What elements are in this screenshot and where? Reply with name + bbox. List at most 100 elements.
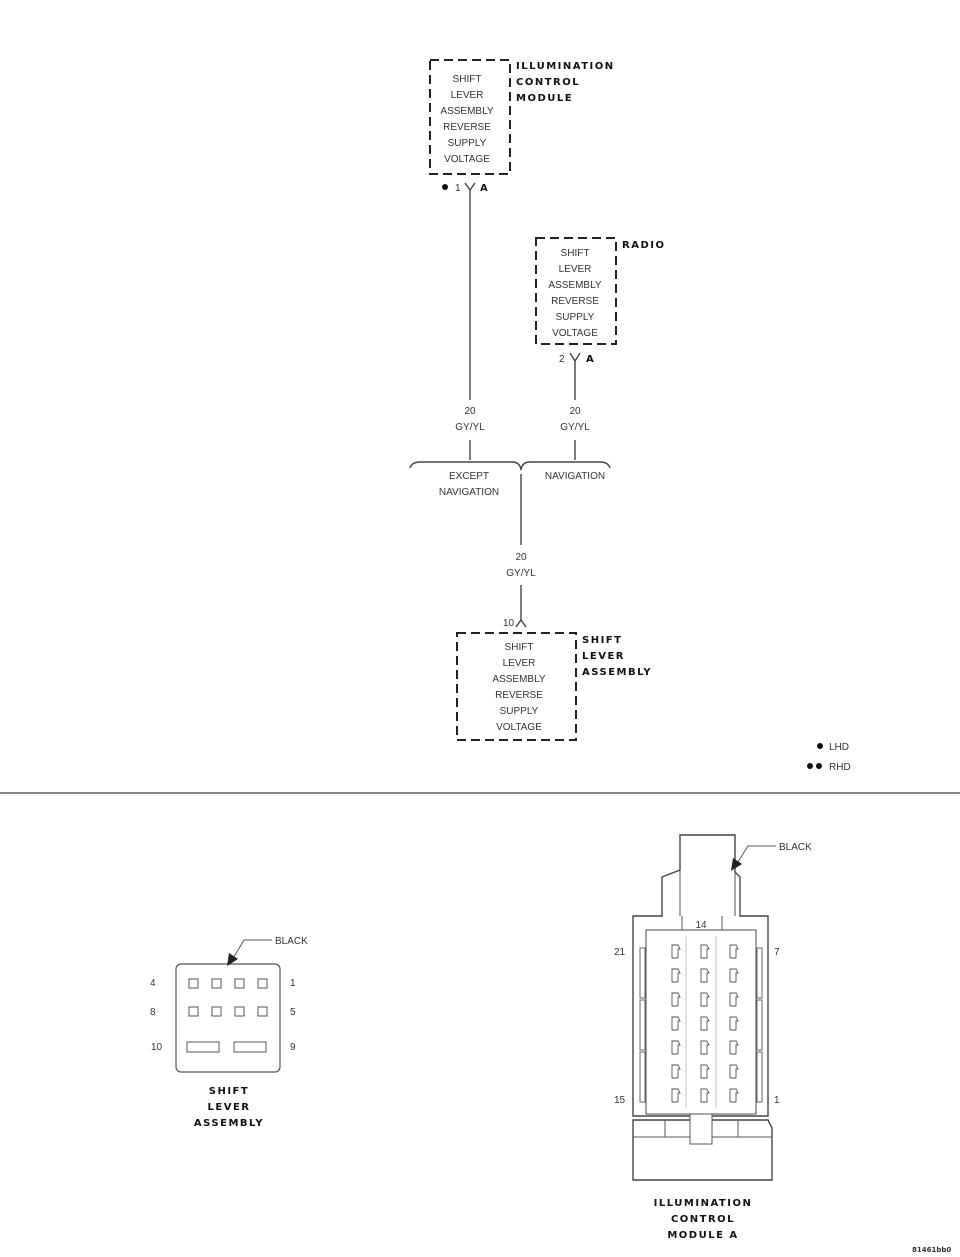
pin-cavity	[211, 1006, 222, 1017]
shift-pin-number: 10	[503, 618, 515, 629]
radio-func-line: SHIFT	[561, 248, 590, 259]
lhd-dot-icon	[442, 184, 448, 190]
pin-cavity	[186, 1041, 220, 1053]
housing-rib	[756, 1051, 763, 1103]
pin-label: 8	[150, 1007, 156, 1018]
wire-color: GY/YL	[455, 422, 485, 433]
connector-housing	[632, 834, 769, 1117]
pin-cavity	[700, 1016, 710, 1031]
connector-title-line: ILLUMINATION	[654, 1198, 753, 1209]
callout-arrow-icon	[731, 858, 742, 871]
pin-cavity	[257, 1006, 268, 1017]
connector-title-line: CONTROL	[671, 1214, 735, 1225]
branch-left-label: NAVIGATION	[439, 487, 499, 498]
connector-symbol-icon	[464, 182, 476, 192]
pin-cavity	[188, 1006, 199, 1017]
radio-name: RADIO	[622, 240, 665, 251]
pin-cavity	[671, 1088, 681, 1103]
pin-cavity	[188, 978, 199, 989]
pin-cavity	[700, 1040, 710, 1055]
pin-cavity	[234, 1006, 245, 1017]
pin-cavity	[671, 944, 681, 959]
pin-cavity	[729, 968, 739, 983]
icm-connector-letter: A	[480, 183, 489, 194]
pin-cavity	[671, 1016, 681, 1031]
shift-lever-connector-view: BLACK 4 1 8 5 10 9 SHIFT LEVER ASSEMBLY	[150, 936, 308, 1129]
connector-latch	[632, 1119, 773, 1181]
connector-symbol-icon	[569, 352, 581, 363]
pin-cavity-grid	[671, 936, 739, 1108]
wire-gauge: 20	[515, 552, 527, 563]
icm-pin-number: 1	[455, 183, 461, 194]
icm-func-line: REVERSE	[443, 122, 491, 133]
pin-label: 5	[290, 1007, 296, 1018]
callout-leader	[231, 939, 272, 961]
branch-brace-icon	[409, 461, 611, 471]
icm-func-line: ASSEMBLY	[440, 106, 493, 117]
callout-leader	[735, 845, 776, 866]
legend: LHD RHD	[807, 742, 851, 773]
legend-lhd: LHD	[829, 742, 849, 753]
wire-gauge: 20	[569, 406, 581, 417]
housing-rib	[639, 947, 646, 999]
wire-color: GY/YL	[560, 422, 590, 433]
housing-rib	[756, 947, 763, 999]
pin-label: 7	[774, 947, 780, 958]
icm-name-line: MODULE	[516, 93, 573, 104]
pin-cavity	[700, 1064, 710, 1079]
pin-cavity	[233, 1041, 267, 1053]
pin-label: 1	[290, 978, 296, 989]
shift-lever-assembly-module: 10 SHIFT LEVER ASSEMBLY REVERSE SUPPLY V…	[456, 618, 652, 741]
wire-color: GY/YL	[506, 568, 536, 579]
pin-cavity	[729, 1040, 739, 1055]
connector-color-label: BLACK	[275, 936, 308, 947]
pin-cavity	[729, 1016, 739, 1031]
pin-cavity	[729, 944, 739, 959]
icm-name-line: ILLUMINATION	[516, 61, 615, 72]
wire-gauge: 20	[464, 406, 476, 417]
pin-cavity	[234, 978, 245, 989]
icm-connector-view: BLACK 14 21 7 15 1 ILLUMINATION CONTROL …	[614, 834, 812, 1241]
pin-cavity	[211, 978, 222, 989]
icm-func-line: LEVER	[451, 90, 484, 101]
callout-arrow-icon	[227, 953, 238, 966]
legend-rhd: RHD	[829, 762, 851, 773]
pin-cavity	[729, 992, 739, 1007]
shift-name-line: LEVER	[582, 651, 625, 662]
pin-label: 15	[614, 1095, 626, 1106]
pin-label: 21	[614, 947, 626, 958]
radio-func-line: ASSEMBLY	[548, 280, 601, 291]
radio-func-line: REVERSE	[551, 296, 599, 307]
branch-left-label: EXCEPT	[449, 471, 489, 482]
pin-cavity	[257, 978, 268, 989]
connector-title-line: MODULE A	[667, 1230, 738, 1241]
illumination-control-module: SHIFT LEVER ASSEMBLY REVERSE SUPPLY VOLT…	[429, 59, 615, 194]
shift-func-line: SHIFT	[505, 642, 534, 653]
connector-housing	[175, 963, 281, 1073]
housing-rib	[756, 999, 763, 1051]
pin-cavity	[700, 1088, 710, 1103]
pin-cavity	[700, 992, 710, 1007]
shift-func-line: SUPPLY	[500, 706, 539, 717]
pin-label: 1	[774, 1095, 780, 1106]
pin-label: 9	[290, 1042, 296, 1053]
pin-label: 4	[150, 978, 156, 989]
lhd-dot-icon	[817, 743, 823, 749]
rhd-dot-icon	[807, 763, 813, 769]
radio-func-line: LEVER	[559, 264, 592, 275]
shift-func-line: LEVER	[503, 658, 536, 669]
connector-title-line: ASSEMBLY	[194, 1118, 264, 1129]
shift-name-line: ASSEMBLY	[582, 667, 652, 678]
pin-cavity	[729, 1064, 739, 1079]
icm-func-line: VOLTAGE	[444, 154, 490, 165]
radio-connector-letter: A	[586, 354, 595, 365]
icm-func-line: SUPPLY	[448, 138, 487, 149]
radio-func-line: SUPPLY	[556, 312, 595, 323]
shift-dashed-box	[456, 632, 577, 741]
pin-cavity	[671, 968, 681, 983]
shift-func-line: ASSEMBLY	[492, 674, 545, 685]
icm-dashed-box	[429, 59, 511, 175]
radio-dashed-box	[535, 237, 617, 345]
pin-cavity	[671, 1064, 681, 1079]
